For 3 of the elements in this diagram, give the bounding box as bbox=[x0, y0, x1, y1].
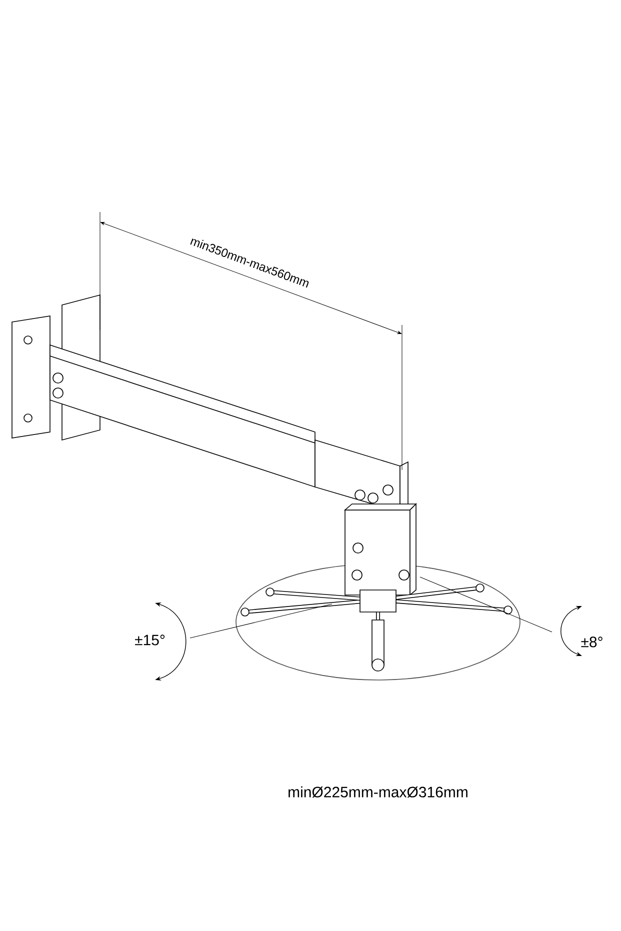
dimension-label: minØ225mm-maxØ316mm bbox=[288, 786, 468, 798]
angle-label: ±15° bbox=[135, 634, 165, 646]
angle-label: ±8° bbox=[581, 636, 602, 648]
